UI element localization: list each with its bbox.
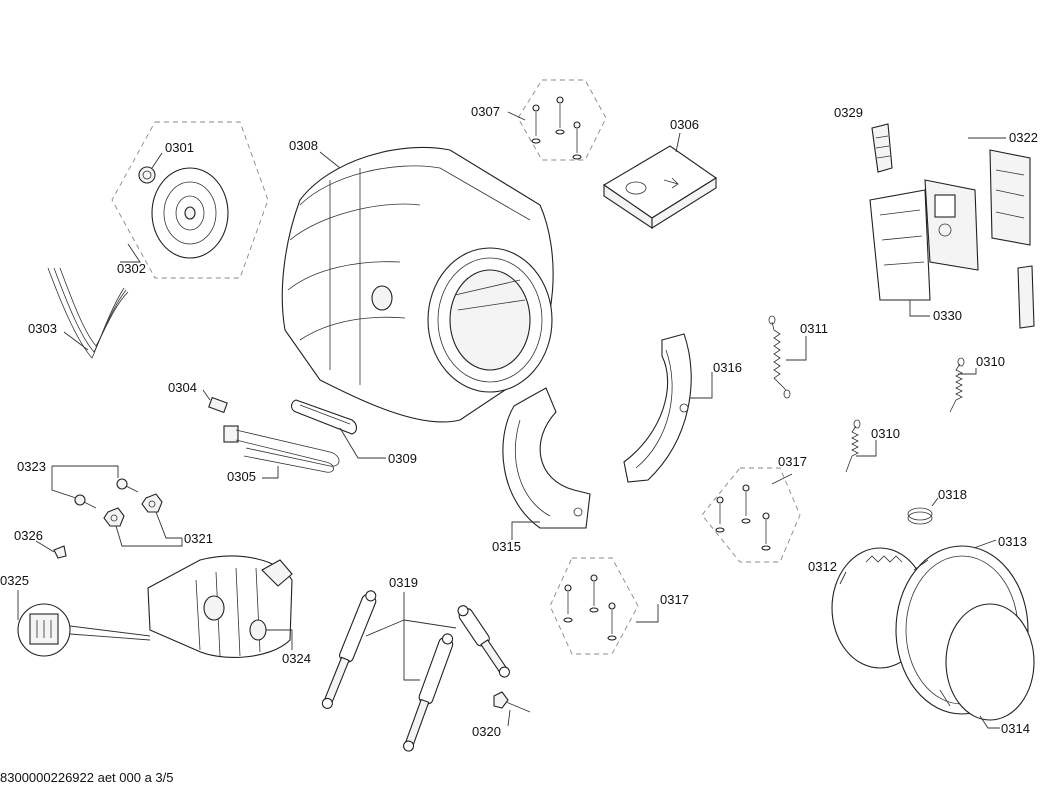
- label-0317-lower: 0317: [660, 592, 689, 607]
- drum-baffle: [290, 399, 358, 435]
- shock-absorbers: [321, 590, 510, 752]
- cover-plate: [602, 145, 717, 230]
- heater-element: [208, 396, 340, 473]
- label-0311: 0311: [800, 321, 828, 336]
- counterweight-lower: [502, 387, 591, 529]
- label-0313: 0313: [998, 534, 1027, 549]
- label-0306: 0306: [670, 117, 699, 132]
- hose-clamp: [907, 507, 933, 525]
- label-0326: 0326: [14, 528, 43, 543]
- label-0307: 0307: [471, 104, 500, 119]
- connector-strip: [871, 123, 893, 173]
- control-module: [869, 149, 1035, 329]
- drive-belt: [47, 267, 129, 359]
- fastener-group-0317-lower: [549, 557, 639, 655]
- label-0330: 0330: [933, 308, 962, 323]
- spring-0310-lower: [845, 419, 861, 473]
- motor-connector: [17, 603, 71, 657]
- label-0304: 0304: [168, 380, 197, 395]
- label-0318: 0318: [938, 487, 967, 502]
- label-0312: 0312: [808, 559, 837, 574]
- label-0317-upper: 0317: [778, 454, 807, 469]
- label-0324: 0324: [282, 651, 311, 666]
- label-0302: 0302: [117, 261, 146, 276]
- drum-tub: [281, 146, 554, 423]
- wire-clip: [53, 545, 67, 559]
- label-0323: 0323: [17, 459, 46, 474]
- label-0319: 0319: [389, 575, 418, 590]
- label-0309: 0309: [388, 451, 417, 466]
- drive-motor: [147, 555, 293, 658]
- label-0305: 0305: [227, 469, 256, 484]
- label-0310-lower: 0310: [871, 426, 900, 441]
- label-0325: 0325: [0, 573, 29, 588]
- screws-nuts: [74, 478, 163, 527]
- spring-0311: [768, 315, 791, 399]
- label-0303: 0303: [28, 321, 57, 336]
- label-0320: 0320: [472, 724, 501, 739]
- spring-0310-upper: [949, 357, 965, 413]
- shock-bolt: [493, 691, 531, 713]
- counterweight-upper: [623, 333, 692, 483]
- label-0329: 0329: [834, 105, 863, 120]
- drawing-reference: 8300000226922 aet 000 a 3/5: [0, 770, 174, 785]
- door-seal-assembly: [831, 545, 1035, 721]
- fastener-group-0307: [517, 79, 607, 161]
- label-0314: 0314: [1001, 721, 1030, 736]
- label-0308: 0308: [289, 138, 318, 153]
- label-0316: 0316: [713, 360, 742, 375]
- pulley-group: [111, 121, 269, 279]
- label-0310-upper: 0310: [976, 354, 1005, 369]
- label-0315: 0315: [492, 539, 521, 554]
- label-0322: 0322: [1009, 130, 1038, 145]
- fastener-group-0317-upper: [701, 467, 801, 563]
- label-0321: 0321: [184, 531, 213, 546]
- label-0301: 0301: [165, 140, 194, 155]
